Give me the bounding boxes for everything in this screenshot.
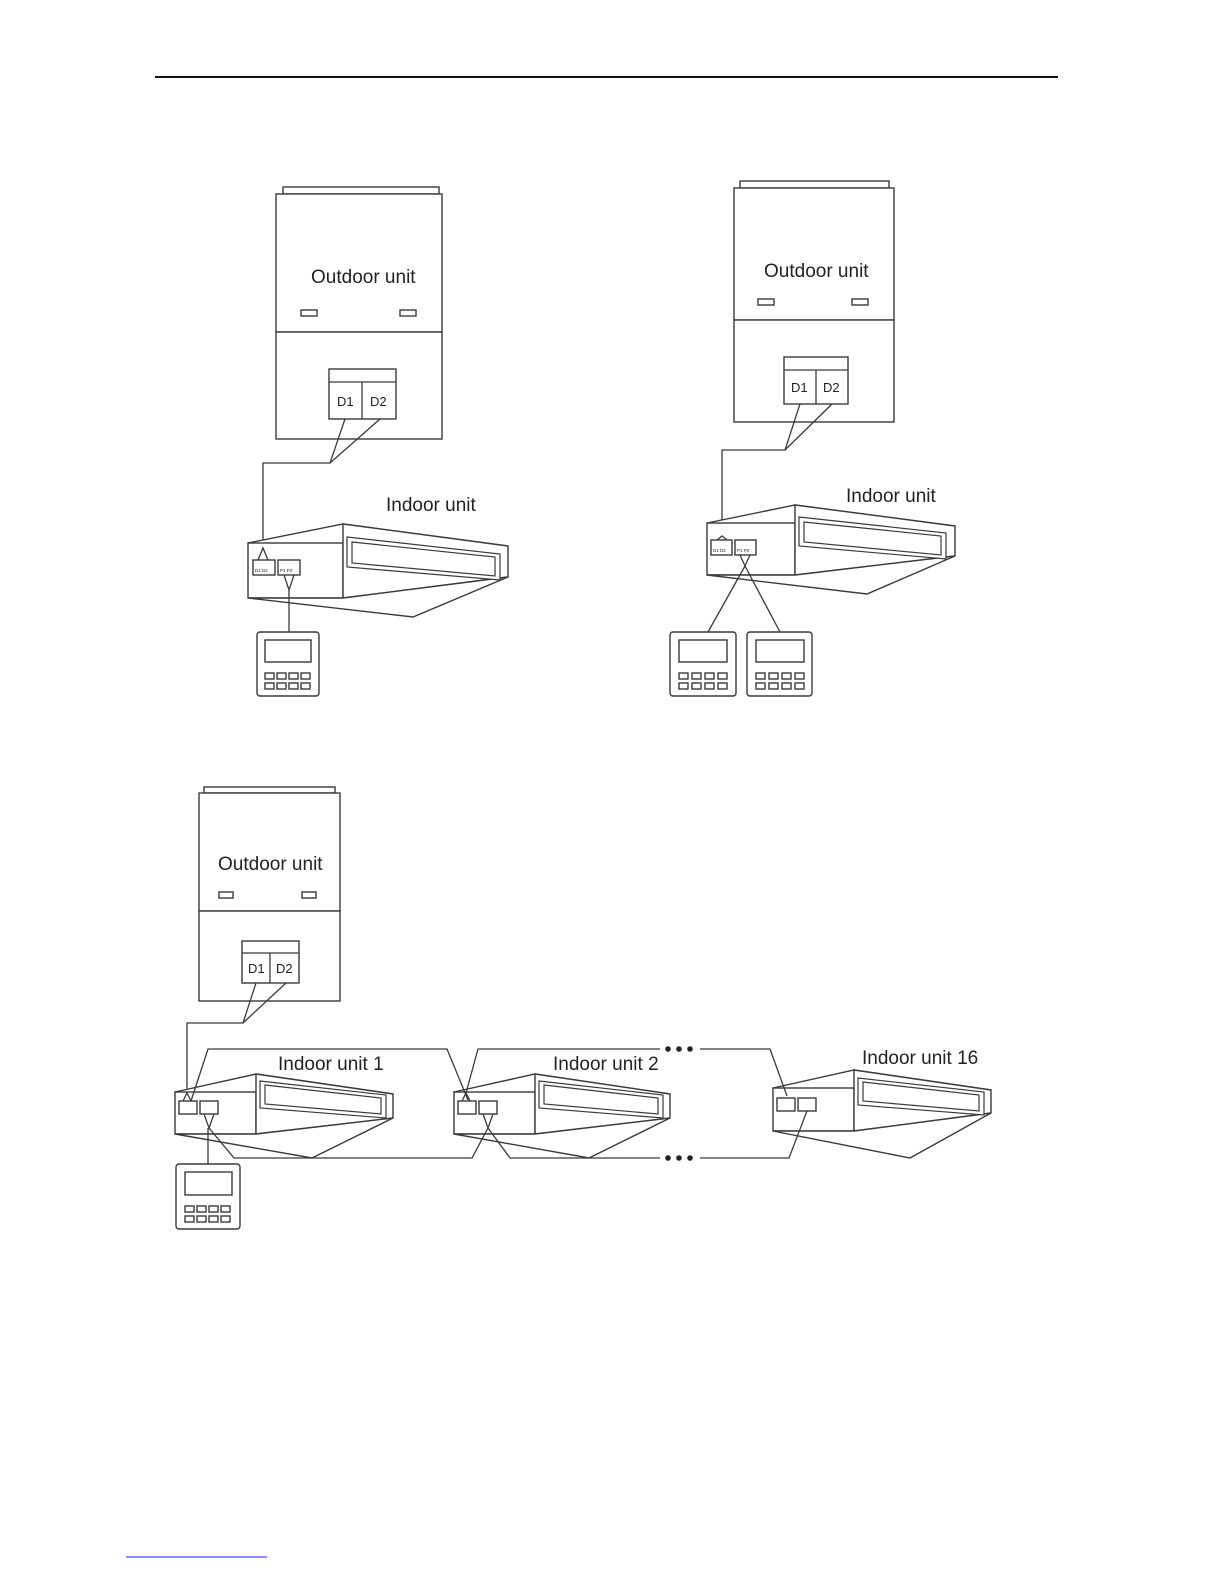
svg-text:D1 D2: D1 D2 xyxy=(713,548,726,553)
indoor-unit: D1 D2 P1 P2 Indoor unit xyxy=(707,486,955,594)
terminal-d2: D2 xyxy=(276,961,293,976)
indoor-unit-1-label: Indoor unit 1 xyxy=(278,1054,384,1075)
diagram-two-controllers: Outdoor unit D1 D2 D1 D2 P1 P2 Indoor un… xyxy=(670,181,955,696)
terminal-d1: D1 xyxy=(248,961,265,976)
outdoor-unit-label: Outdoor unit xyxy=(764,261,869,282)
diagram-group-control: Outdoor unit D1 D2 Indoor unit 1 xyxy=(175,787,991,1229)
svg-text:D1 D2: D1 D2 xyxy=(255,568,268,573)
indoor-unit-16-label: Indoor unit 16 xyxy=(862,1048,978,1069)
wired-controller-1 xyxy=(670,632,736,696)
svg-text:P1 P2: P1 P2 xyxy=(280,568,293,573)
terminal-d2: D2 xyxy=(823,380,840,395)
terminal-d1: D1 xyxy=(337,394,354,409)
indoor-unit-label: Indoor unit xyxy=(386,495,477,516)
outdoor-unit: Outdoor unit D1 D2 xyxy=(276,187,442,439)
wired-controller xyxy=(257,632,319,696)
indoor-unit-2-label: Indoor unit 2 xyxy=(553,1054,659,1075)
outdoor-unit: Outdoor unit D1 D2 xyxy=(199,787,340,1001)
indoor-unit-2: Indoor unit 2 xyxy=(454,1054,670,1158)
wired-controller-2 xyxy=(747,632,812,696)
diagram-single-controller: Outdoor unit D1 D2 D1 D2 P1 P2 Indoor un… xyxy=(248,187,508,696)
terminal-d1: D1 xyxy=(791,380,808,395)
indoor-unit-16: Indoor unit 16 xyxy=(773,1048,991,1158)
outdoor-unit: Outdoor unit D1 D2 xyxy=(734,181,894,422)
outdoor-unit-label: Outdoor unit xyxy=(218,854,323,875)
outdoor-unit-label: Outdoor unit xyxy=(311,267,416,288)
wired-controller xyxy=(176,1164,240,1229)
terminal-d2: D2 xyxy=(370,394,387,409)
indoor-unit-label: Indoor unit xyxy=(846,486,937,507)
indoor-unit: D1 D2 P1 P2 Indoor unit xyxy=(248,495,508,617)
svg-text:P1 P2: P1 P2 xyxy=(737,548,750,553)
